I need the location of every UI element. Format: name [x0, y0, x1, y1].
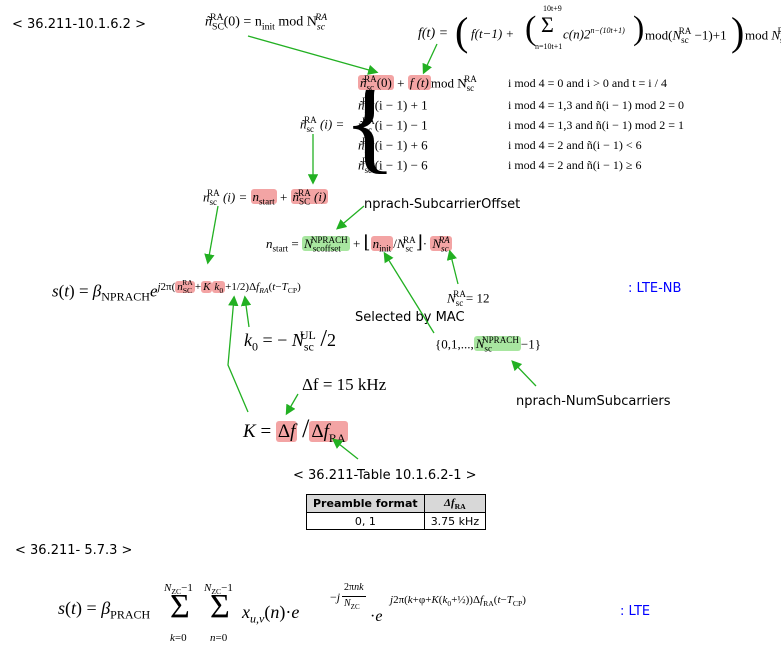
table-cell: 3.75 kHz — [423, 512, 487, 531]
arrow-offset-to-nscoffset — [336, 205, 365, 230]
nstart-equation: nstart = NscoffsetNPRACH + ⌊ninit/NscRA⌋… — [266, 232, 452, 254]
case-1: ñscRA(0) + f (t)mod NscRA — [358, 74, 477, 93]
arrow-nstart-to-nsc — [204, 205, 219, 265]
n-init-equation: ñSCRA(0) = ninit mod NscRA — [205, 12, 328, 33]
label-num-subcarriers: nprach-NumSubcarriers — [516, 394, 671, 409]
arrow-ft-to-case1 — [422, 43, 438, 75]
label-subcarrier-offset: nprach-SubcarrierOffset — [364, 197, 521, 212]
f-t-equation: f(t) = — [418, 26, 449, 41]
ref-table-10162-1: < 36.211-Table 10.1.6.2-1 > — [293, 468, 477, 483]
K-equation: K = Δf /ΔfRA — [243, 414, 348, 445]
arrow-k0 — [240, 295, 252, 328]
case-2: ñscRA(i − 1) + 1 — [358, 96, 428, 115]
nsc-equation: nscRA (i) = nstart + ñSCRA (i) — [203, 188, 329, 207]
arrow-num-subcarriers — [511, 360, 537, 387]
case-4: ñscRA(i − 1) + 6 — [358, 136, 428, 155]
table-cell: 0, 1 — [306, 512, 425, 531]
cond-2: i mod 4 = 1,3 and ñ(i − 1) mod 2 = 0 — [508, 98, 684, 112]
preamble-table: Preamble format ΔfRA 0, 1 3.75 kHz — [306, 493, 487, 531]
tag-lte: : LTE — [620, 604, 651, 619]
subcarrier-set: {0,1,...,NscNPRACH−1} — [435, 335, 541, 354]
s-t-prach-rhs: NZC−1 Σ k=0 NZC−1 Σ n=0 xu,v(n)·e −j 2πn… — [164, 582, 526, 644]
cond-3: i mod 4 = 1,3 and ñ(i − 1) mod 2 = 1 — [508, 118, 684, 132]
f-t-rhs: ( f(t−1) + ( 10t+9 Σ n=10t+1 c(n)2n−(10t… — [455, 4, 781, 54]
delta-f-equation: Δf = 15 kHz — [302, 375, 387, 394]
arrow-selected-to-ninit — [383, 251, 435, 334]
cond-5: i mod 4 = 2 and ñ(i − 1) ≥ 6 — [508, 158, 642, 172]
table-header-preamble: Preamble format — [306, 493, 425, 514]
case-3: ñscRA(i − 1) − 1 — [358, 116, 428, 135]
arrow-12-to-nsc — [446, 249, 459, 285]
table-header-row: Preamble format ΔfRA — [306, 493, 487, 514]
arrow-ninit-to-case1 — [247, 35, 379, 75]
table-header-dfra: ΔfRA — [423, 493, 487, 514]
arrow-table-to-dfra — [331, 438, 359, 460]
label-selected-by-mac: Selected by MAC — [355, 310, 465, 325]
arrow-K — [227, 295, 249, 413]
cases-lhs: ñscRA (i) = — [300, 115, 345, 134]
tag-lte-nb: : LTE-NB — [628, 281, 682, 296]
table-row: 0, 1 3.75 kHz — [306, 512, 487, 531]
k0-equation: k0 = − NscUL /2 — [244, 326, 336, 354]
nsc-ra-12: NscRA= 12 — [447, 289, 490, 308]
s-t-prach-lhs: s(t) = βPRACH — [58, 598, 151, 622]
ref-36211-573: < 36.211- 5.7.3 > — [15, 543, 133, 558]
ref-36211-10162: < 36.211-10.1.6.2 > — [12, 17, 146, 32]
arrow-delta-f — [285, 393, 299, 416]
cond-4: i mod 4 = 2 and ñ(i − 1) < 6 — [508, 138, 642, 152]
case-5: ñscRA(i − 1) − 6 — [358, 156, 428, 175]
cond-1: i mod 4 = 0 and i > 0 and t = i / 4 — [508, 76, 667, 90]
